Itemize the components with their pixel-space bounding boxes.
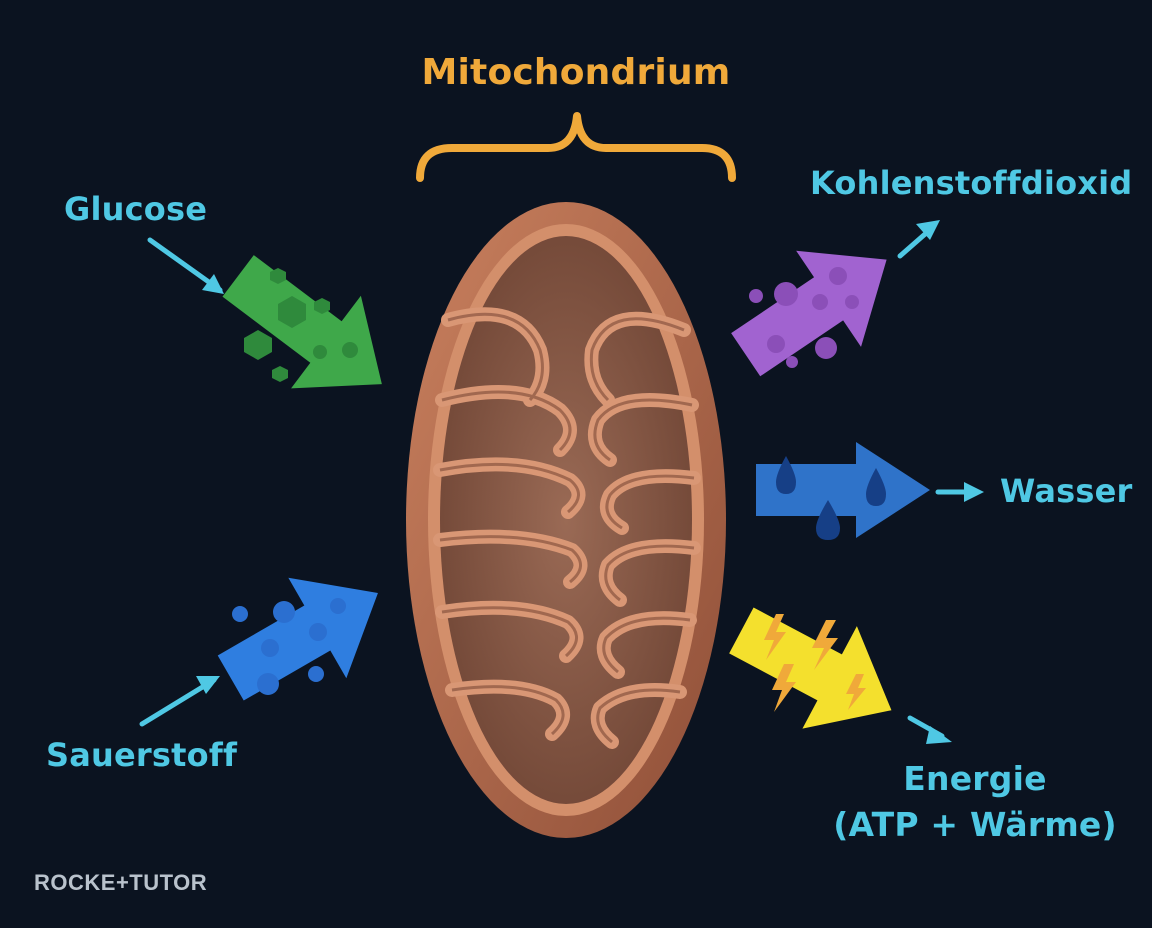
- co2-label: Kohlenstoffdioxid: [810, 164, 1133, 202]
- oxygen-arrow: [139, 577, 378, 727]
- glucose-arrow: [147, 237, 382, 389]
- energy-arrow: [729, 607, 952, 744]
- water-drop-icon: [776, 456, 886, 540]
- oxygen-label: Sauerstoff: [46, 736, 238, 774]
- title-brace: [416, 112, 736, 182]
- energy-label: Energie (ATP + Wärme): [830, 756, 1120, 848]
- bubble-molecules-icon: [749, 267, 859, 368]
- water-arrow: [756, 442, 984, 538]
- mitochondrion-illustration: [406, 202, 726, 838]
- circle-molecules-icon: [232, 598, 346, 695]
- co2-arrow: [731, 220, 940, 377]
- glucose-label: Glucose: [64, 190, 208, 228]
- energy-label-main: Energie: [903, 759, 1047, 798]
- hexagon-molecules-icon: [244, 268, 358, 382]
- energy-label-sub: (ATP + Wärme): [833, 805, 1117, 844]
- lightning-bolt-icon: [764, 614, 866, 712]
- water-label: Wasser: [1000, 472, 1133, 510]
- diagram-title: Mitochondrium: [421, 52, 731, 93]
- brand-logo: ROCKE+TUTOR: [34, 870, 208, 895]
